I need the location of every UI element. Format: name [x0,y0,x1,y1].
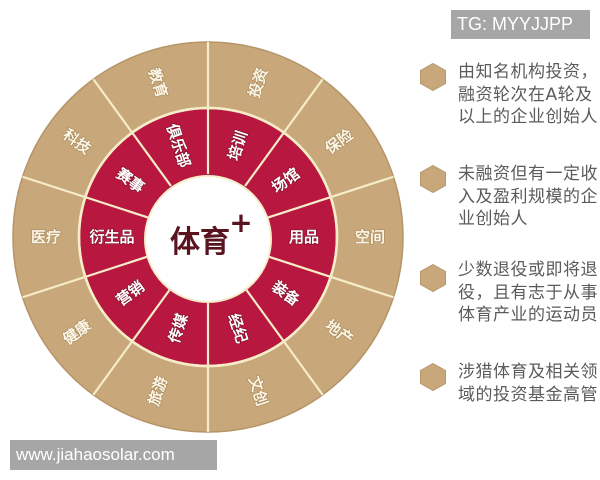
outer-segment-label: 医疗 [31,228,61,246]
outer-segment-label: 空间 [355,228,385,246]
hexagon-bullet-icon [420,363,446,391]
ring-boundary [77,106,339,368]
center-title: 体育 [170,225,230,260]
watermark-top: TG: MYYJJPP [451,10,590,39]
hexagon-bullet-icon [420,264,446,292]
hexagon-bullet-icon [420,63,446,91]
hexagon-bullet-icon [420,165,446,193]
inner-segment-label: 用品 [289,228,319,246]
legend: 由知名机构投资， 融资轮次在A轮及 以上的企业创始人 未融资但有一定收 入及盈利… [416,0,600,480]
inner-segment-label: 衍生品 [88,228,134,246]
legend-item-text: 由知名机构投资， 融资轮次在A轮及 以上的企业创始人 [458,62,598,127]
legend-item-text: 未融资但有一定收 入及盈利规模的企 业创始人 [458,164,598,229]
watermark-bottom: www.jiahaosolar.com [10,440,217,470]
center-fill [146,177,270,301]
legend-item-text: 涉猎体育及相关领 域的投资基金高管 [458,362,598,405]
sports-plus-wheel-diagram: 投资 保险 空间 地产 文创 旅游 健康 医疗 科技 教育 培训 场馆 用品 装… [12,41,404,433]
center-plus-sign: + [229,206,252,239]
outer-segment-label: 文创 [245,374,271,408]
legend-item-text: 少数退役或即将退 役，且有志于从事 体育产业的运动员 [458,260,598,325]
